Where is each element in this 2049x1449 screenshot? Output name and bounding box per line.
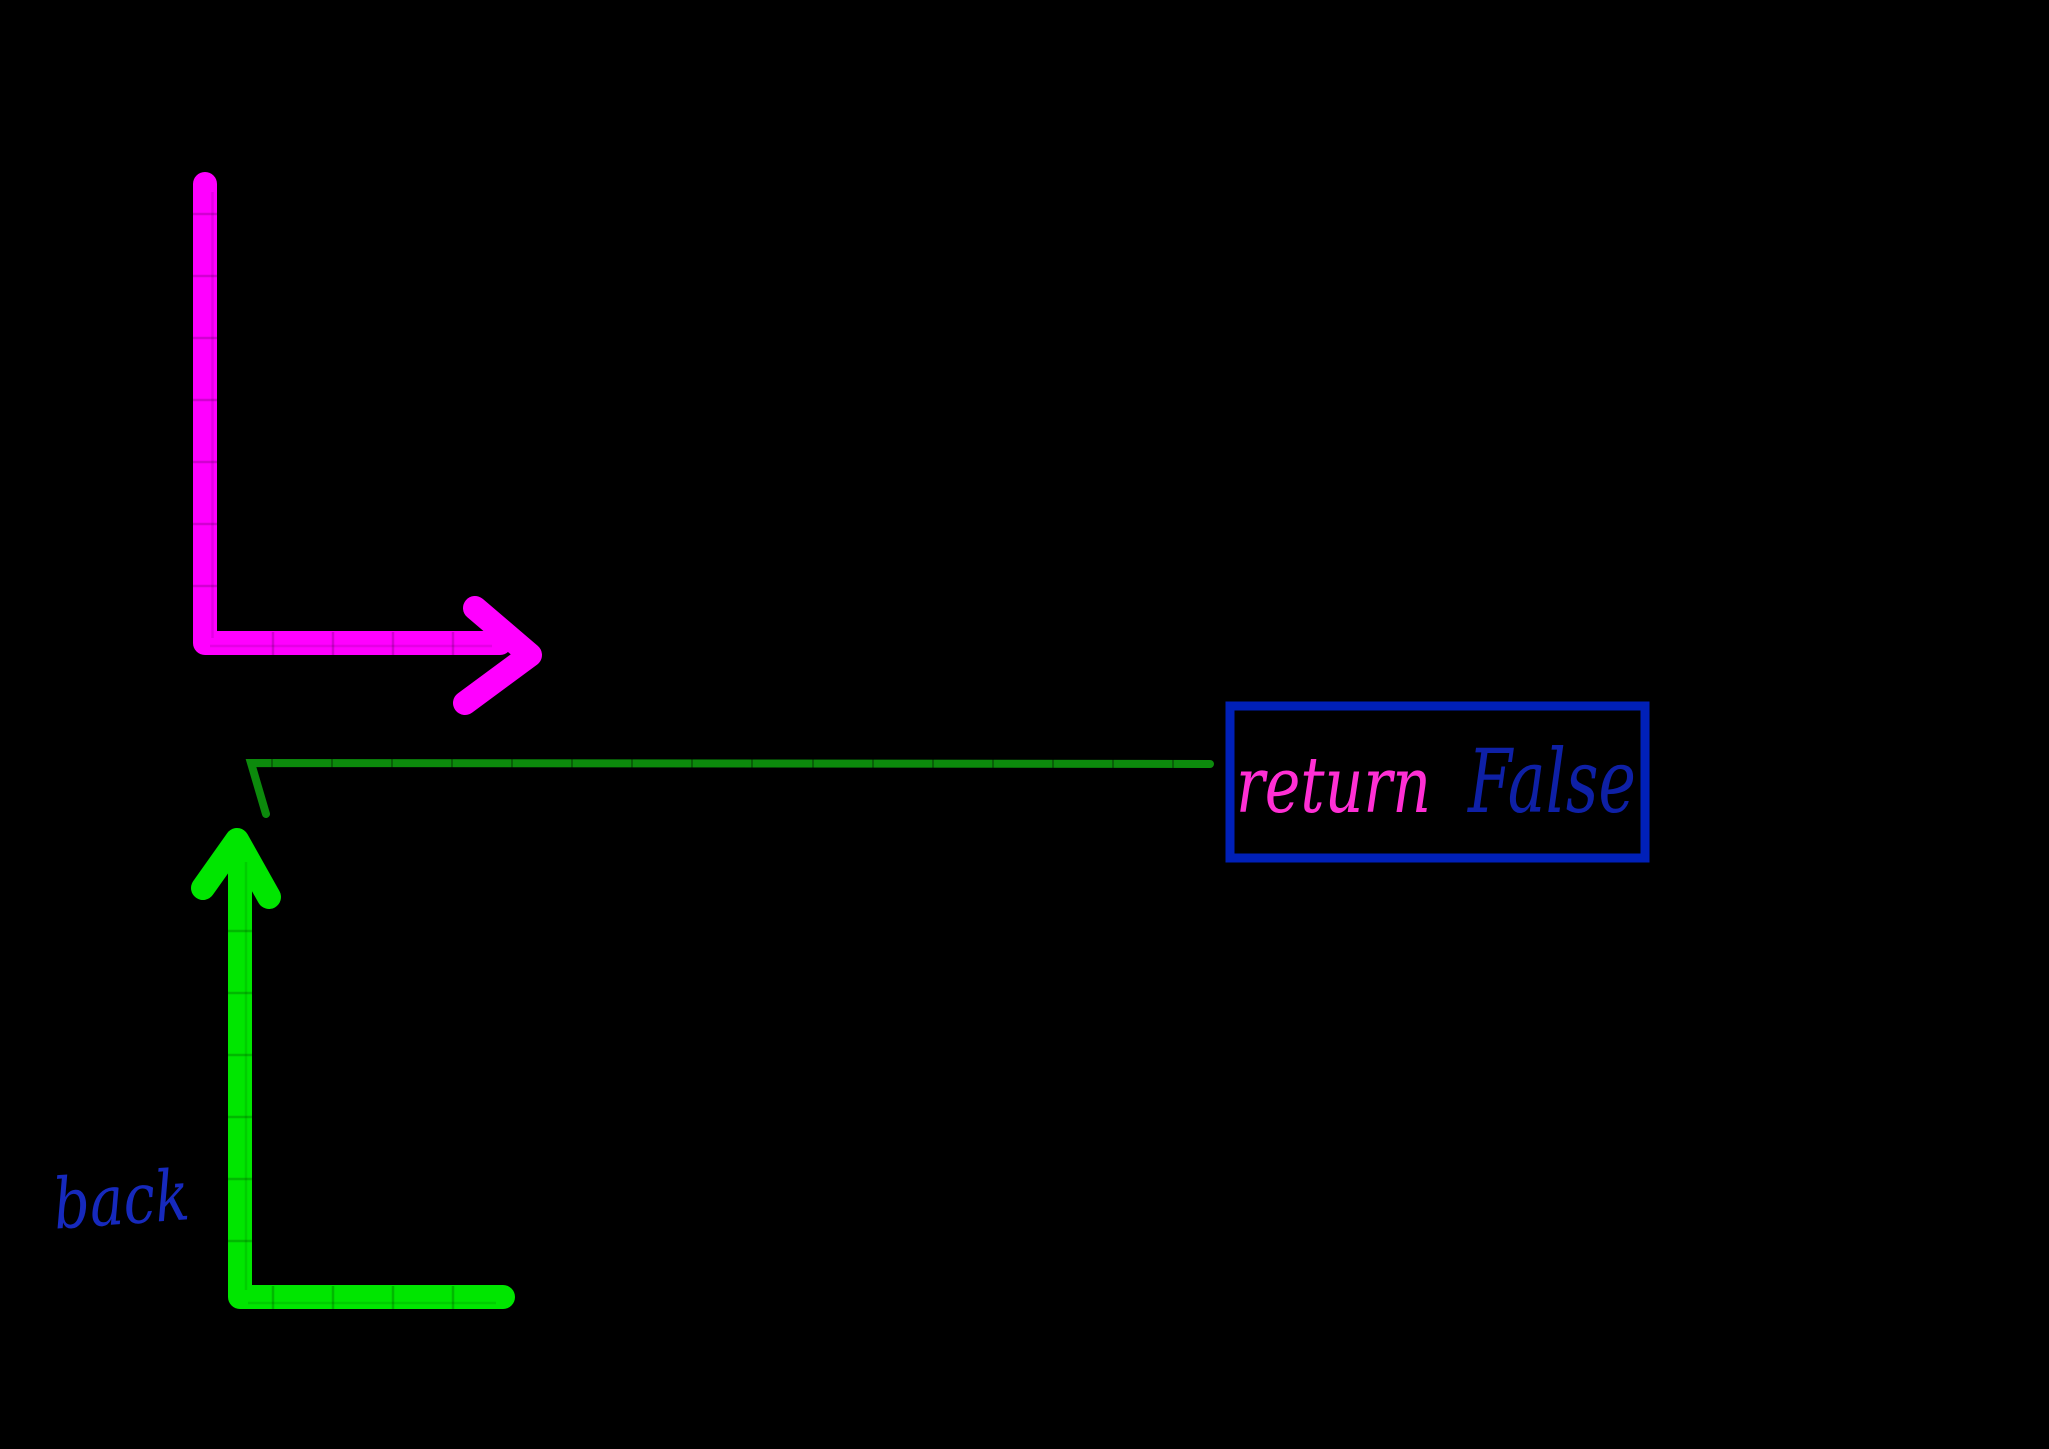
return-line-seam-ticks	[271, 759, 1174, 769]
green-stroke-seam-ticks	[228, 929, 455, 1309]
green-return-line	[245, 758, 1214, 818]
green-arrowhead-icon	[191, 828, 281, 909]
false-value-label: False	[1467, 730, 1636, 833]
green-up-arrow	[191, 828, 515, 1309]
pink-stroke-center-seam	[210, 192, 492, 648]
return-line-path	[245, 758, 1214, 818]
return-false-box: return False	[1225, 701, 1650, 863]
pink-elbow-arrow	[193, 172, 542, 715]
green-stroke-center-seam	[244, 862, 496, 1305]
back-label: back	[51, 1154, 192, 1245]
pink-arrowhead-icon	[453, 596, 542, 715]
pink-arrow-shaft	[193, 172, 512, 655]
green-arrow-shaft	[228, 840, 515, 1309]
return-keyword-label: return	[1236, 741, 1431, 831]
result-box-border	[1225, 701, 1650, 863]
pink-stroke-seam-ticks	[193, 212, 455, 655]
